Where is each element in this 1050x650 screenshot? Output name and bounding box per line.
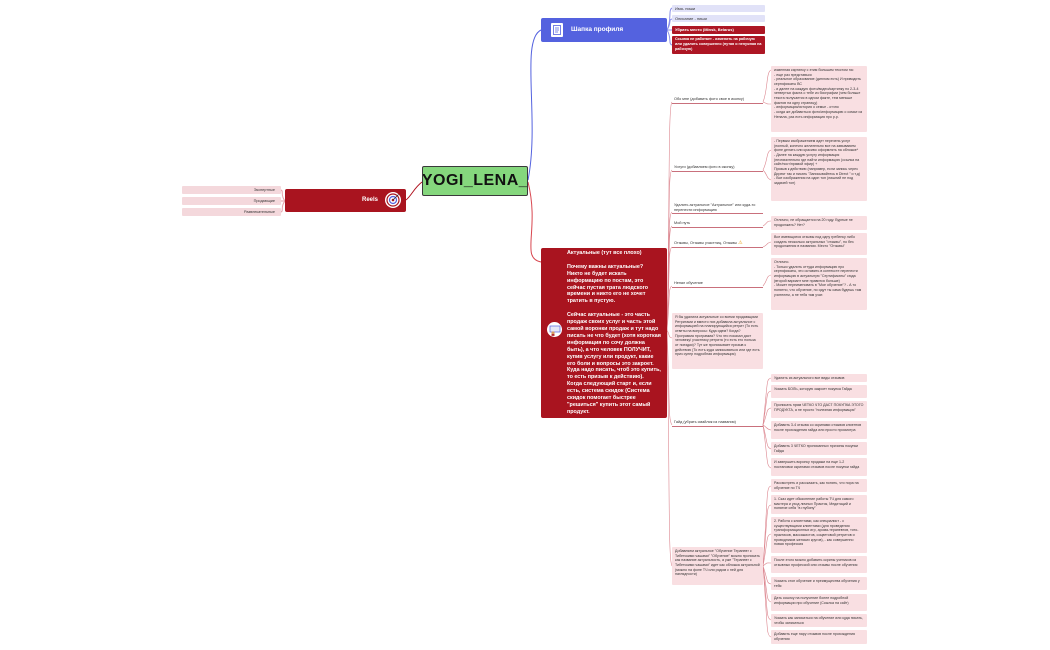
warning-icon: ⚠ [738, 240, 743, 246]
note-nepal-training[interactable]: Отлично. - Только удалить оттуда информа… [771, 258, 867, 310]
actual-child-remove-actual[interactable]: Удалить актуальное "Актуальное" или куда… [672, 203, 763, 215]
reviews-label: Отзывы, Отзывы участниц, Отзывы [674, 241, 738, 245]
teacher-icon [547, 322, 562, 337]
guide-note-4[interactable]: Добавить 3-4 отзыва со скринами отзывов … [771, 421, 867, 439]
actual-child-about-me[interactable]: Обо мне (добавить фото свое в иконку) [672, 97, 763, 104]
profile-header-node[interactable]: Шапка профиля [541, 18, 667, 42]
root-node[interactable]: YOGI_LENA_ [422, 166, 528, 196]
actual-text: Актуальные (тут все плохо) Почему важны … [567, 250, 661, 415]
training-note-7[interactable]: Указать как записаться на обучение или к… [771, 614, 867, 627]
reels-item-entertainment[interactable]: Развлекательные [182, 208, 281, 216]
reels-label: Reels [361, 197, 378, 203]
actual-node[interactable]: Актуальные (тут все плохо) Почему важны … [541, 248, 667, 418]
actual-child-training-therapist[interactable]: Добавляем актуальное "Обучение Терапевт … [672, 547, 763, 585]
note-reviews[interactable]: Все имеющиеся отзывы под одну гребенку л… [771, 233, 867, 255]
actual-child-guide[interactable]: Гайд (убрать смайлик из названия) [672, 420, 763, 427]
guide-note-2[interactable]: Указать БОЛЬ, которую закроет покупка Га… [771, 385, 867, 398]
guide-note-5[interactable]: Добавить 3 ЧЕТКО прописанных причины пок… [771, 442, 867, 455]
reels-node[interactable]: Reels [285, 189, 406, 212]
training-note-6[interactable]: Дать ссылку на получение более подробной… [771, 594, 867, 611]
actual-child-retreats[interactable]: Я бы удалила актуальные со всеми продающ… [672, 313, 763, 369]
profile-item-name[interactable]: Имя- ниши [672, 5, 765, 12]
actual-child-nepal-training[interactable]: Непал обучение [672, 281, 763, 288]
training-note-5[interactable]: Указать стоп обучение и преимущества обу… [771, 577, 867, 590]
reels-item-expert[interactable]: Экспертные [182, 186, 281, 194]
training-note-3[interactable]: 2. Работа с клиентами, как специалист - … [771, 517, 867, 553]
training-note-4[interactable]: После этого можно добавить скрины ученик… [771, 556, 867, 573]
guide-note-3[interactable]: Прописать прям ЧЕТКО ЧТО ДАСТ ПОКУПКА ЭТ… [771, 401, 867, 418]
profile-header-label: Шапка профиля [571, 25, 624, 33]
note-about-me[interactable]: изменная картинку с этим большим текстом… [771, 66, 867, 132]
reels-item-selling[interactable]: Продающие [182, 197, 281, 205]
profile-item-link[interactable]: Ссылка не работает - изменить на рабочую… [672, 36, 765, 54]
guide-note-1[interactable]: Удалить из актуального все виды отзывов [771, 374, 867, 382]
training-note-1[interactable]: Рассмотреть и рассказать, как понять, чт… [771, 479, 867, 492]
actual-child-services[interactable]: Услуги (добавляем фото в иконку) [672, 165, 763, 172]
training-note-8[interactable]: Добавить еще пару отзывов после прохожде… [771, 630, 867, 644]
note-my-path[interactable]: Отлично, не обращается на 20 году. Бурны… [771, 216, 867, 230]
note-services[interactable]: - Первым изображением идет перечень услу… [771, 137, 867, 201]
training-note-2[interactable]: 1. Сказ идет обьяснение работы ТЧ для са… [771, 495, 867, 514]
document-icon [551, 23, 563, 37]
profile-item-location[interactable]: Убрать место (Minsk, Belarus) [672, 26, 765, 34]
target-icon [385, 192, 401, 208]
profile-item-description[interactable]: Описание - ниши [672, 15, 765, 22]
actual-child-my-path[interactable]: Мой путь [672, 221, 763, 228]
actual-child-reviews[interactable]: Отзывы, Отзывы участниц, Отзывы ⚠ [672, 240, 763, 249]
guide-note-6[interactable]: И завершить воронку продажи на еще 1-2 п… [771, 458, 867, 476]
